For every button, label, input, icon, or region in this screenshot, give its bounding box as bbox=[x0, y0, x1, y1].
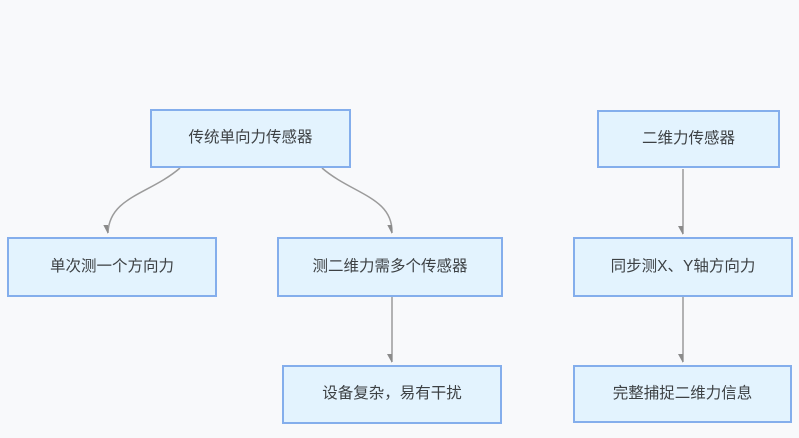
flow-node-label: 二维力传感器 bbox=[641, 129, 735, 147]
flow-node-two-dim-sensor[interactable]: 二维力传感器 bbox=[597, 110, 780, 168]
connector-traditional-sensor-to-single-direction bbox=[108, 167, 181, 233]
flow-node-label: 传统单向力传感器 bbox=[188, 129, 313, 147]
flow-node-multi-sensor-needed[interactable]: 测二维力需多个传感器 bbox=[277, 237, 503, 297]
flow-node-complex-interference[interactable]: 设备复杂，易有干扰 bbox=[282, 365, 502, 424]
flow-node-label: 测二维力需多个传感器 bbox=[312, 257, 468, 275]
flow-node-full-capture[interactable]: 完整捕捉二维力信息 bbox=[573, 365, 792, 423]
flow-node-sync-xy-axis[interactable]: 同步测X、Y轴方向力 bbox=[573, 237, 793, 297]
flow-node-single-direction[interactable]: 单次测一个方向力 bbox=[7, 237, 217, 297]
flow-node-label: 设备复杂，易有干扰 bbox=[322, 385, 462, 403]
flow-node-label: 完整捕捉二维力信息 bbox=[612, 384, 753, 402]
flow-node-traditional-sensor[interactable]: 传统单向力传感器 bbox=[150, 109, 351, 168]
connector-traditional-sensor-to-multi-sensor-needed bbox=[321, 167, 393, 233]
flow-node-label: 同步测X、Y轴方向力 bbox=[610, 257, 756, 275]
flow-node-label: 单次测一个方向力 bbox=[49, 257, 174, 275]
